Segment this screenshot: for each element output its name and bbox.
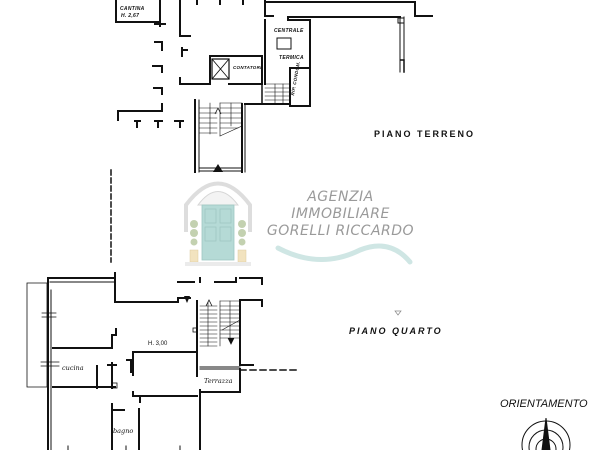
floor-title-piano-quarto: PIANO QUARTO (349, 326, 443, 336)
room-label-cucina: cucina (62, 364, 84, 372)
orientation-label: ORIENTAMENTO (500, 398, 588, 410)
room-label-cantina: CANTINA (120, 6, 145, 12)
watermark-line-2: IMMOBILIARE (291, 206, 390, 222)
logo-wave (275, 243, 413, 265)
room-label-contatori: CONTATORI (233, 65, 262, 70)
room-label-centrale: CENTRALE (274, 28, 304, 34)
agency-watermark: AGENZIA IMMOBILIARE GORELLI RICCARDO (258, 189, 423, 240)
room-height-cantina: H. 2,67 (121, 13, 140, 19)
room-label-terrazza: Terrazza (204, 377, 233, 385)
watermark-line-3: GORELLI RICCARDO (266, 223, 415, 239)
room-height-label: H. 3,00 (148, 341, 168, 347)
agency-logo-door-icon (184, 181, 252, 266)
compass-icon (521, 417, 571, 450)
room-label-termica: TERMICA (279, 55, 304, 61)
entrance-arrow-icon (213, 164, 223, 172)
floor-title-piano-terreno: PIANO TERRENO (374, 129, 476, 139)
watermark-line-1: AGENZIA (307, 189, 374, 205)
entrance-arrow-icon (184, 296, 190, 303)
room-label-bagno: bagno (113, 427, 134, 435)
